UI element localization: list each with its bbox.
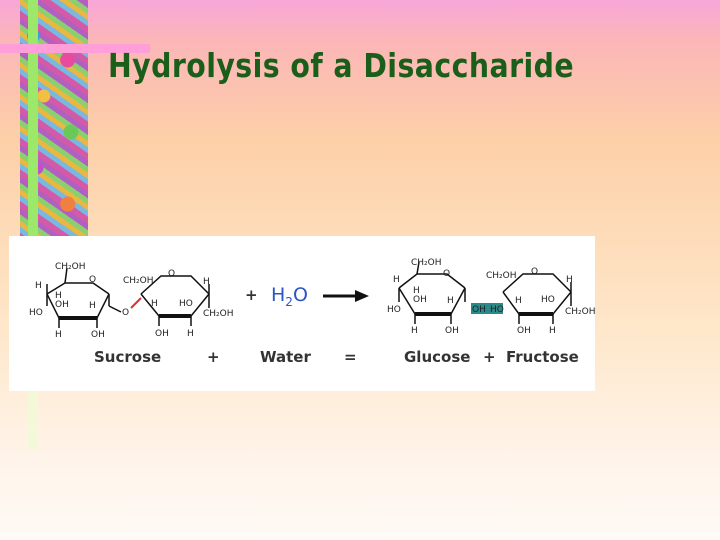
atom-label: O — [443, 269, 450, 279]
label-equals: = — [344, 348, 357, 366]
atom-label: H — [393, 275, 400, 285]
atom-label: HO — [179, 299, 193, 309]
label-sucrose: Sucrose — [94, 348, 162, 366]
reaction-diagram: CH₂OH O H H OH H HO H OH O CH₂OH O H H H… — [9, 236, 595, 391]
atom-label: H — [515, 296, 522, 306]
atom-label: OH — [155, 329, 169, 339]
atom-label: H — [411, 326, 418, 336]
atom-label: H — [447, 296, 454, 306]
glycosidic-bond-left — [108, 305, 122, 313]
atom-label: CH₂OH — [203, 309, 234, 319]
decorative-pale-bar — [28, 390, 38, 450]
water-o: O — [292, 284, 308, 306]
atom-label: H — [187, 329, 194, 339]
atom-label: H — [151, 299, 158, 309]
slide-title: Hydrolysis of a Disaccharide — [108, 46, 575, 85]
atom-label: HO — [387, 305, 401, 315]
hydrolysis-highlight — [471, 303, 503, 314]
atom-label: OH — [91, 330, 105, 340]
atom-label: O — [89, 275, 96, 285]
atom-label: O — [168, 269, 175, 279]
atom-label: O — [531, 267, 538, 277]
atom-label: H — [566, 275, 573, 285]
label-water: Water — [260, 348, 311, 366]
atom-label: H — [413, 286, 420, 296]
atom-label: HO — [490, 305, 504, 315]
structure-drawing: CH₂OH O H H OH H HO H OH O CH₂OH O H H H… — [29, 258, 595, 340]
atom-label: H — [549, 326, 556, 336]
atom-label: CH₂OH — [486, 271, 517, 281]
label-plus-1: + — [207, 348, 220, 366]
sucrose-fructose-ring — [140, 275, 210, 326]
atom-label: OH — [445, 326, 459, 336]
atom-label: CH₂OH — [55, 262, 86, 272]
atom-label: CH₂OH — [565, 307, 595, 317]
atom-label: HO — [29, 308, 43, 318]
atom-label: OH — [413, 295, 427, 305]
label-glucose: Glucose — [404, 348, 471, 366]
atom-label: CH₂OH — [411, 258, 442, 268]
decorative-green-bar — [28, 0, 38, 240]
glycosidic-bond-highlight — [130, 297, 142, 309]
atom-label: H — [35, 281, 42, 291]
fructose-ring — [502, 273, 572, 324]
atom-label: H — [55, 291, 62, 301]
atom-label: OH — [472, 305, 486, 315]
atom-label: HO — [541, 295, 555, 305]
atom-label: OH — [55, 300, 69, 310]
atom-label: H — [89, 301, 96, 311]
atom-label: OH — [517, 326, 531, 336]
label-plus-2: + — [483, 348, 496, 366]
plus-sign: + — [245, 286, 258, 304]
reaction-arrow-head — [355, 290, 369, 302]
atom-label: H — [203, 277, 210, 287]
label-fructose: Fructose — [506, 348, 579, 366]
atom-label: CH₂OH — [123, 276, 154, 286]
atom-label: H — [55, 330, 62, 340]
atom-label: O — [122, 308, 129, 318]
decorative-pink-bar — [0, 44, 150, 53]
sucrose-glucose-ring — [46, 267, 110, 328]
water-subscript: 2 — [285, 294, 293, 309]
glucose-ring — [398, 261, 466, 324]
water-h: H — [271, 284, 286, 306]
water-formula: H2O — [271, 284, 308, 309]
